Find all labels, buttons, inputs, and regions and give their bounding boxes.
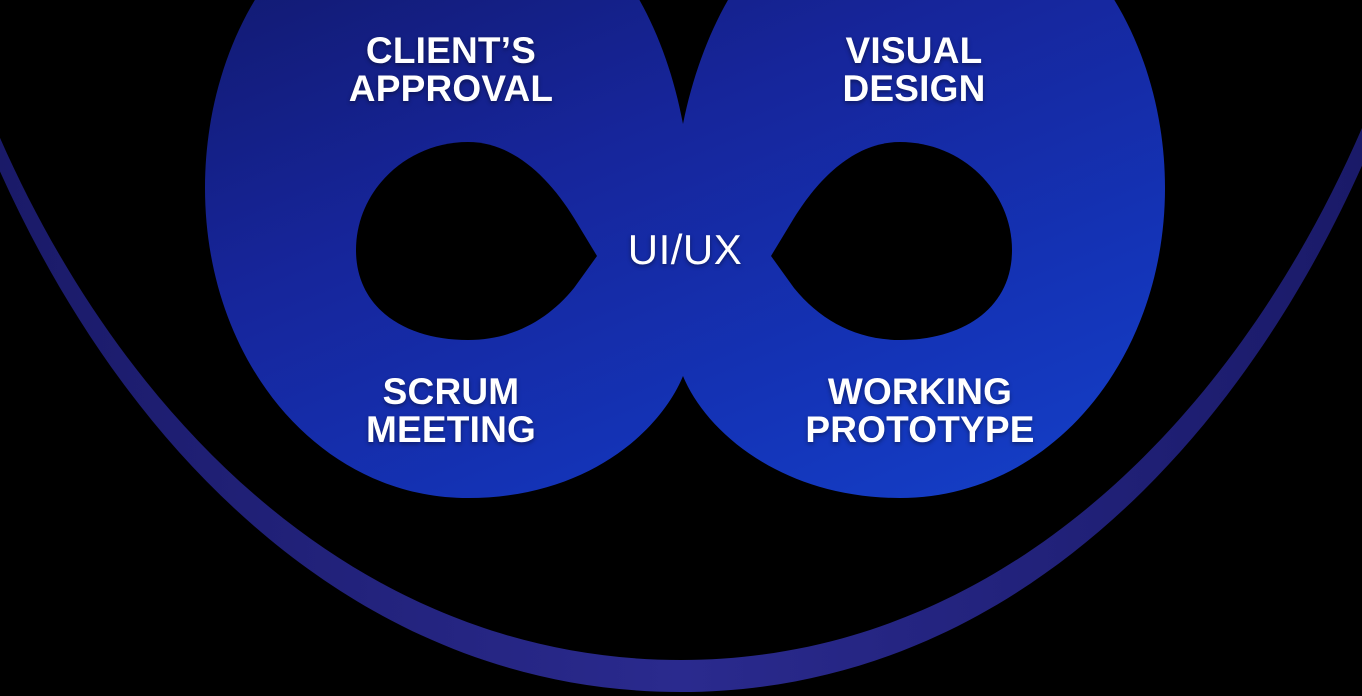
center-label-uiux[interactable]: UI/UX — [627, 226, 743, 273]
node-label-scrum-meeting[interactable]: SCRUM MEETING — [366, 371, 536, 451]
node-label-clients-approval[interactable]: CLIENT’S APPROVAL — [348, 30, 554, 110]
node-label-working-prototype[interactable]: WORKING PROTOTYPE — [805, 371, 1035, 451]
node-label-visual-design[interactable]: VISUAL DESIGN — [842, 30, 986, 110]
